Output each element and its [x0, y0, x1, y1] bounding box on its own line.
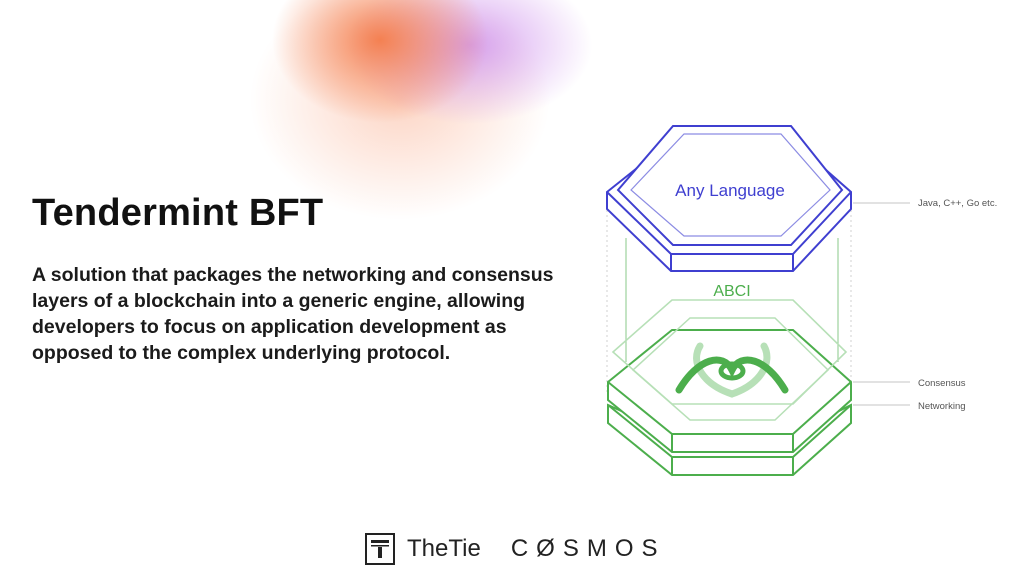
application-layer — [606, 125, 852, 272]
page-description: A solution that packages the networking … — [32, 264, 554, 364]
tendermint-logo-icon — [675, 342, 789, 398]
annotation-lines — [853, 202, 910, 406]
thetie-logo-text: TheTie — [407, 535, 481, 562]
annotation-application: Java, C++, Go etc. — [918, 198, 997, 209]
annotation-consensus: Consensus — [918, 378, 966, 389]
page-title: Tendermint BFT — [32, 192, 324, 234]
abci-label: ABCI — [713, 283, 750, 300]
cosmos-logo-text: CØSMOS — [510, 535, 666, 562]
annotation-networking: Networking — [918, 401, 966, 412]
abci-plane — [611, 299, 848, 405]
any-language-label: Any Language — [675, 181, 785, 200]
partner-logos: TheTie CØSMOS — [365, 530, 666, 568]
thetie-logo-icon — [365, 533, 395, 565]
